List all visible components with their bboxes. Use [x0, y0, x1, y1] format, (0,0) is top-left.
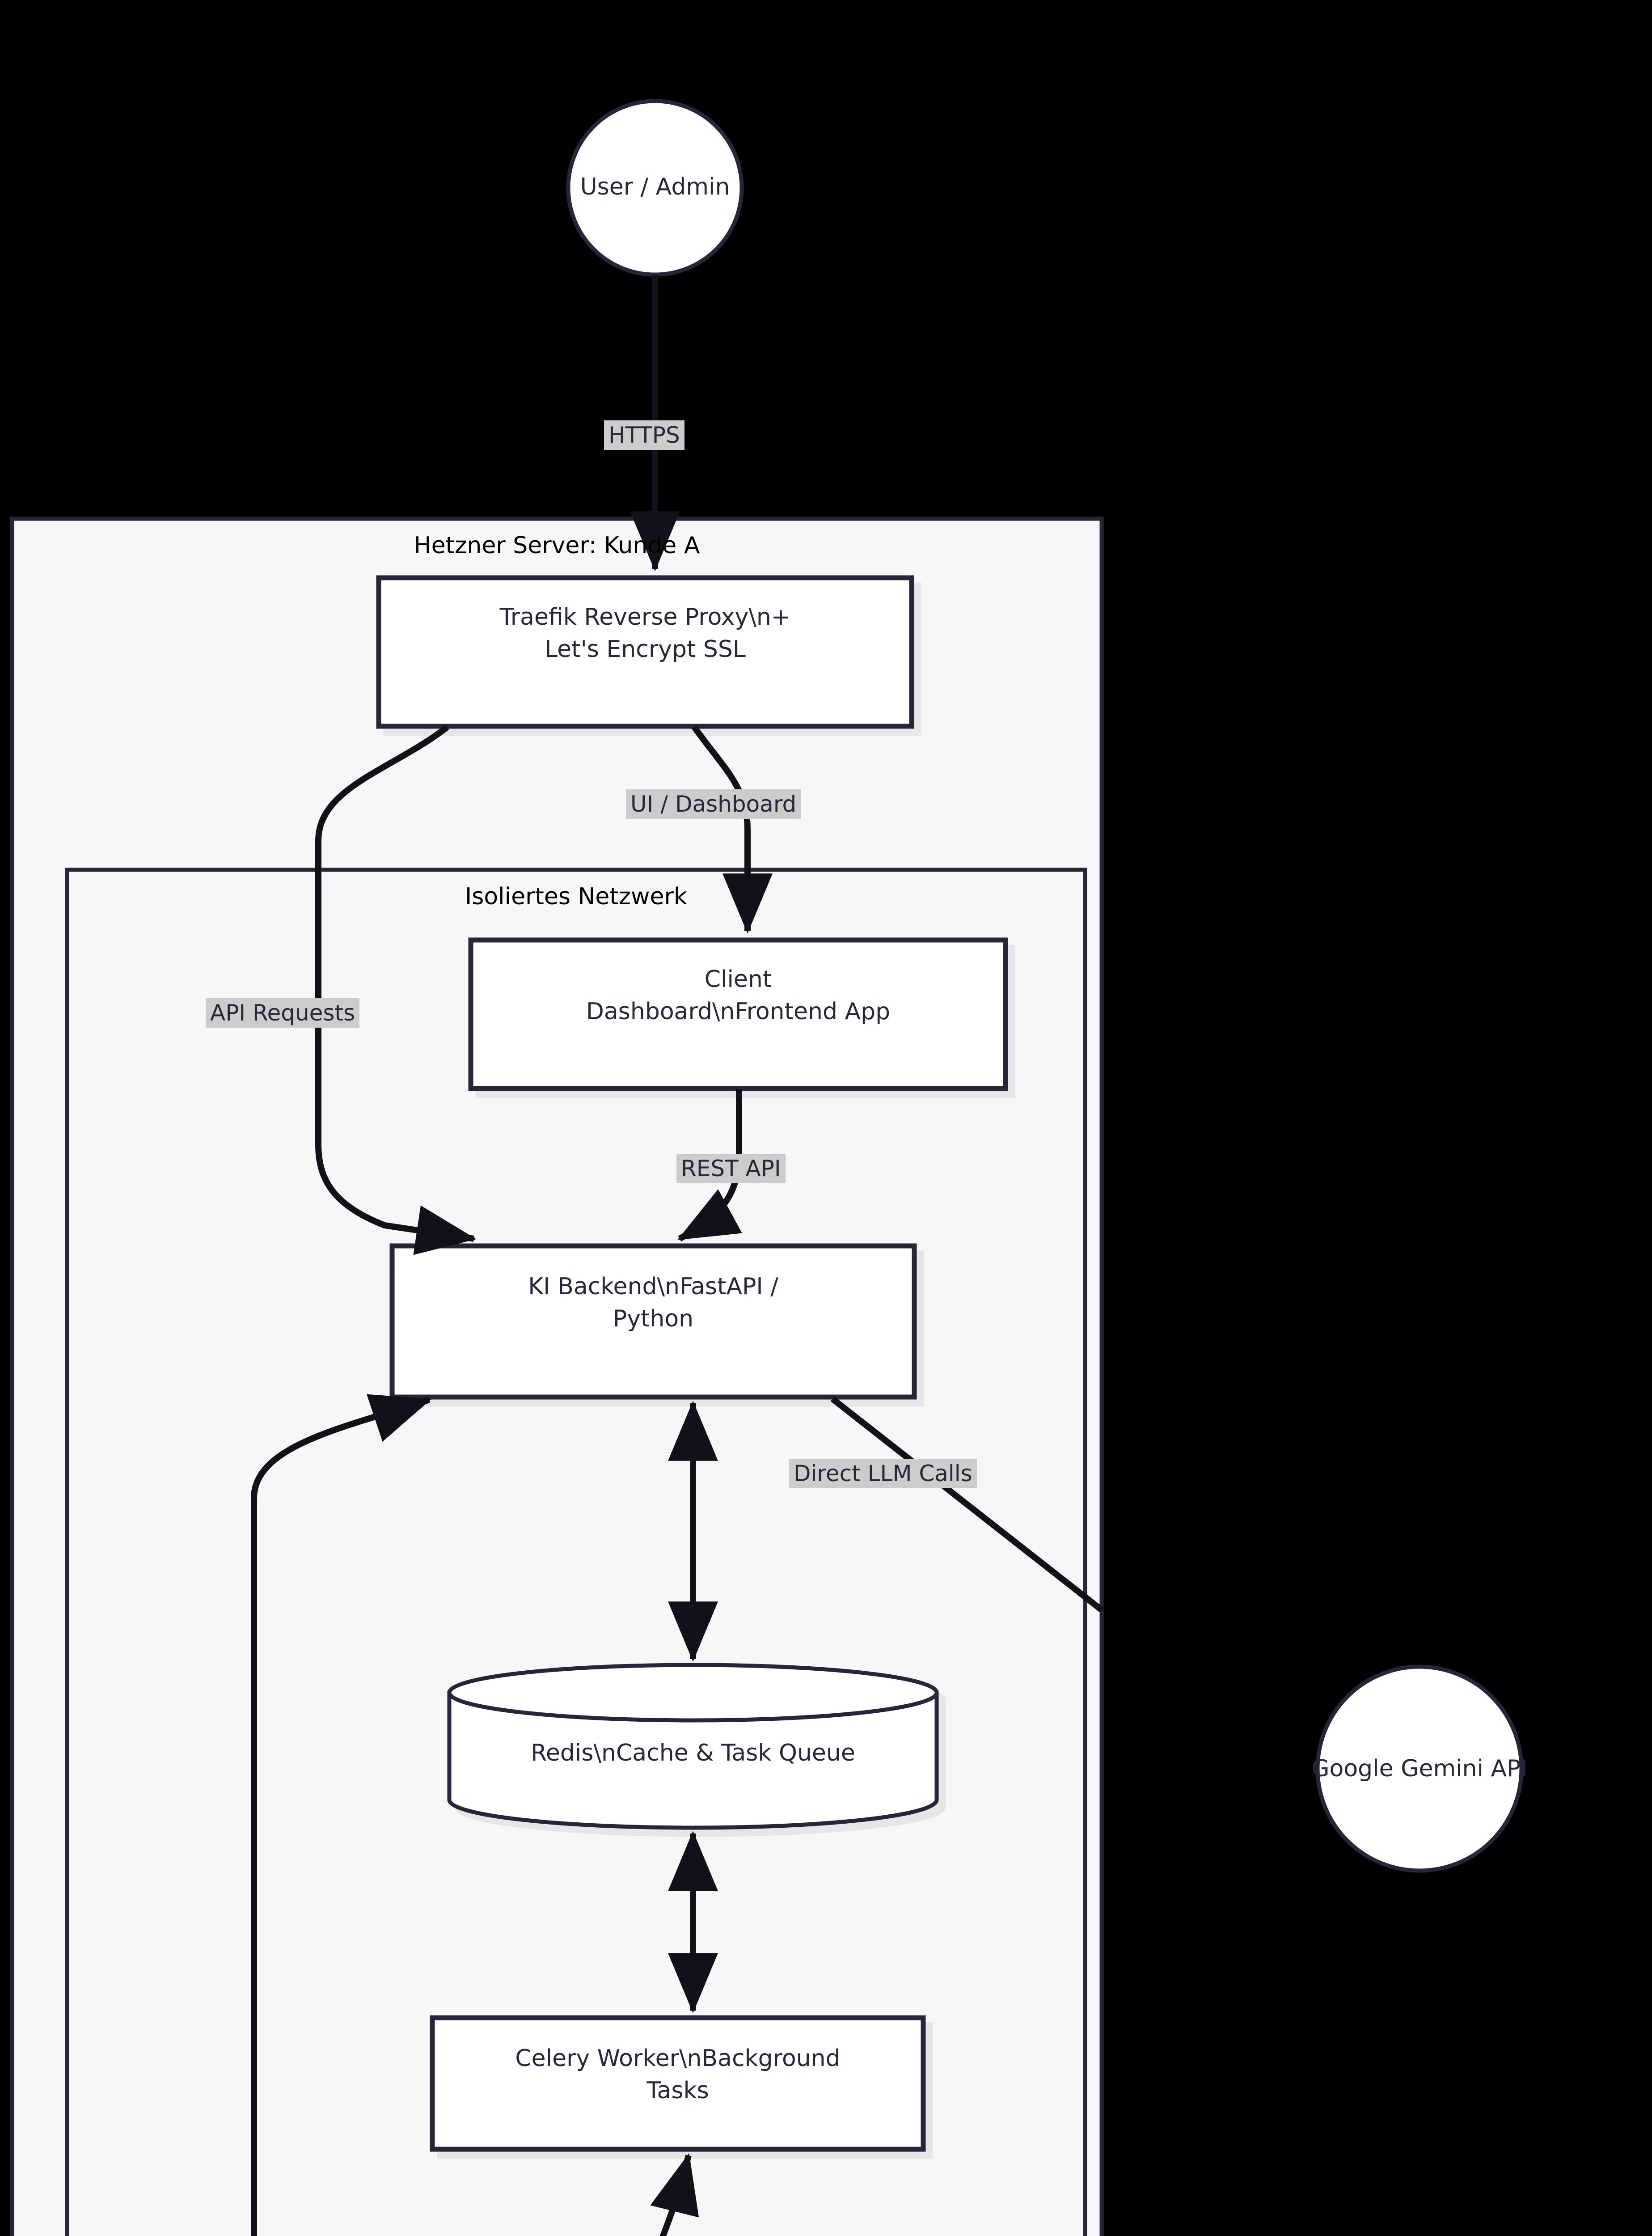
- edge-label-ui-dashboard: UI / Dashboard: [626, 789, 801, 819]
- edge-backend-postgres: [228, 1394, 432, 2236]
- edge-traefik-backend: [315, 724, 477, 1255]
- edge-celery-postgres: [575, 2153, 699, 2236]
- node-redis-shape: [447, 1663, 939, 1830]
- edge-traefik-client: [692, 725, 773, 934]
- edge-label-https: HTTPS: [604, 420, 684, 450]
- edge-label-api-requests: API Requests: [206, 998, 360, 1028]
- cluster-title-hetzner: Hetzner Server: Kunde A: [414, 532, 700, 559]
- node-user-shape: [566, 99, 744, 277]
- edge-label-rest-api: REST API: [676, 1154, 786, 1183]
- edge-backend-gemini: [830, 1396, 1104, 1613]
- node-backend-shape: [389, 1243, 917, 1400]
- node-celery-shape: [430, 2015, 926, 2152]
- node-gemini-shape: [1315, 1664, 1524, 1873]
- node-traefik-shape: [376, 575, 914, 729]
- edge-label-direct-llm: Direct LLM Calls: [789, 1459, 977, 1488]
- cluster-title-isoliert: Isoliertes Netzwerk: [465, 883, 688, 910]
- node-client-shape: [468, 937, 1008, 1091]
